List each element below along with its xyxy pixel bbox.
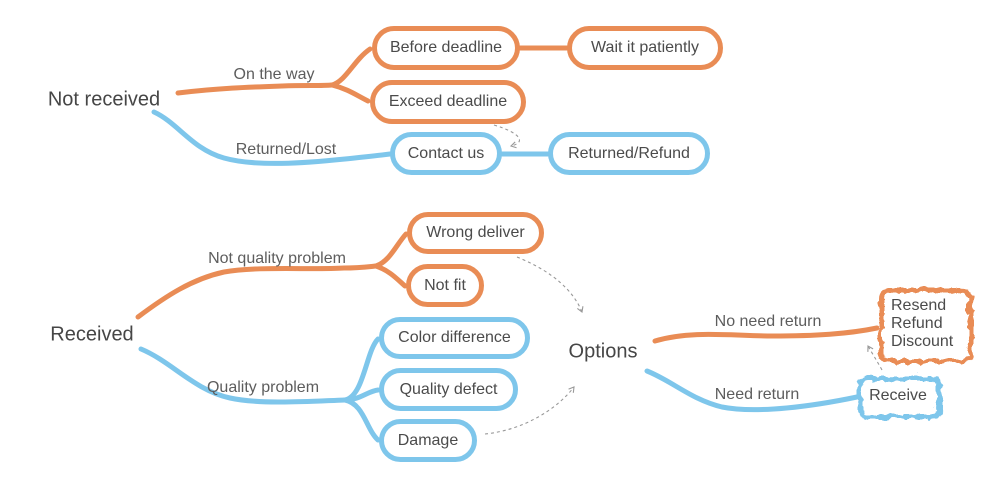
branch-line-to-exceed-deadline (329, 82, 371, 104)
branch-label-returned-lost[interactable]: Returned/Lost (235, 141, 337, 158)
dashed-arrow-wrong-deliver-options (516, 256, 584, 313)
node-receive-text: Receive (869, 387, 927, 404)
branch-line-need-return (644, 368, 860, 413)
branch-line-on-the-way (175, 82, 335, 96)
branch-line-to-wrong-deliver (373, 231, 409, 269)
branch-line-to-before-deadline (329, 46, 373, 88)
dashed-arrow-receive-resend (867, 345, 883, 371)
root-received[interactable]: Received (50, 323, 134, 346)
node-returned-refund[interactable]: Returned/Refund (548, 132, 710, 175)
branch-label-no-need-return[interactable]: No need return (714, 313, 822, 330)
node-not-fit[interactable]: Not fit (406, 264, 484, 307)
branch-line-quality-problem (138, 346, 348, 405)
node-exceed-deadline[interactable]: Exceed deadline (370, 80, 526, 124)
refund-line: Refund (891, 315, 943, 332)
root-options[interactable]: Options (568, 340, 638, 363)
node-damage[interactable]: Damage (379, 419, 477, 462)
branch-label-not-quality-problem[interactable]: Not quality problem (208, 250, 346, 267)
node-wrong-deliver[interactable]: Wrong deliver (407, 212, 544, 254)
branch-label-on-the-way[interactable]: On the way (233, 66, 315, 83)
branch-label-need-return[interactable]: Need return (714, 386, 800, 403)
dashed-arrow-damage-options (484, 386, 575, 435)
node-wait-it-patiently[interactable]: Wait it patiently (567, 26, 723, 70)
dashed-arrow-exceed-deadline-contact-us (493, 124, 520, 149)
root-not-received[interactable]: Not received (47, 88, 161, 111)
node-quality-defect[interactable]: Quality defect (379, 368, 518, 411)
node-resend-refund-discount-text: Resend Refund Discount (891, 297, 953, 351)
scribble-box-resend-refund-discount[interactable] (876, 285, 972, 363)
node-color-difference[interactable]: Color difference (379, 317, 530, 359)
branch-line-to-not-fit (373, 263, 408, 289)
branch-line-returned-lost (151, 109, 393, 166)
branch-label-quality-problem[interactable]: Quality problem (206, 379, 320, 396)
branch-line-no-need-return (652, 325, 880, 344)
branch-line-to-damage (342, 397, 381, 443)
branch-line-not-quality-problem (135, 263, 379, 320)
node-before-deadline[interactable]: Before deadline (372, 26, 520, 70)
resend-line: Resend (891, 297, 947, 314)
discount-line: Discount (891, 333, 954, 350)
scribble-box-receive[interactable] (855, 374, 941, 418)
node-contact-us[interactable]: Contact us (390, 132, 502, 175)
